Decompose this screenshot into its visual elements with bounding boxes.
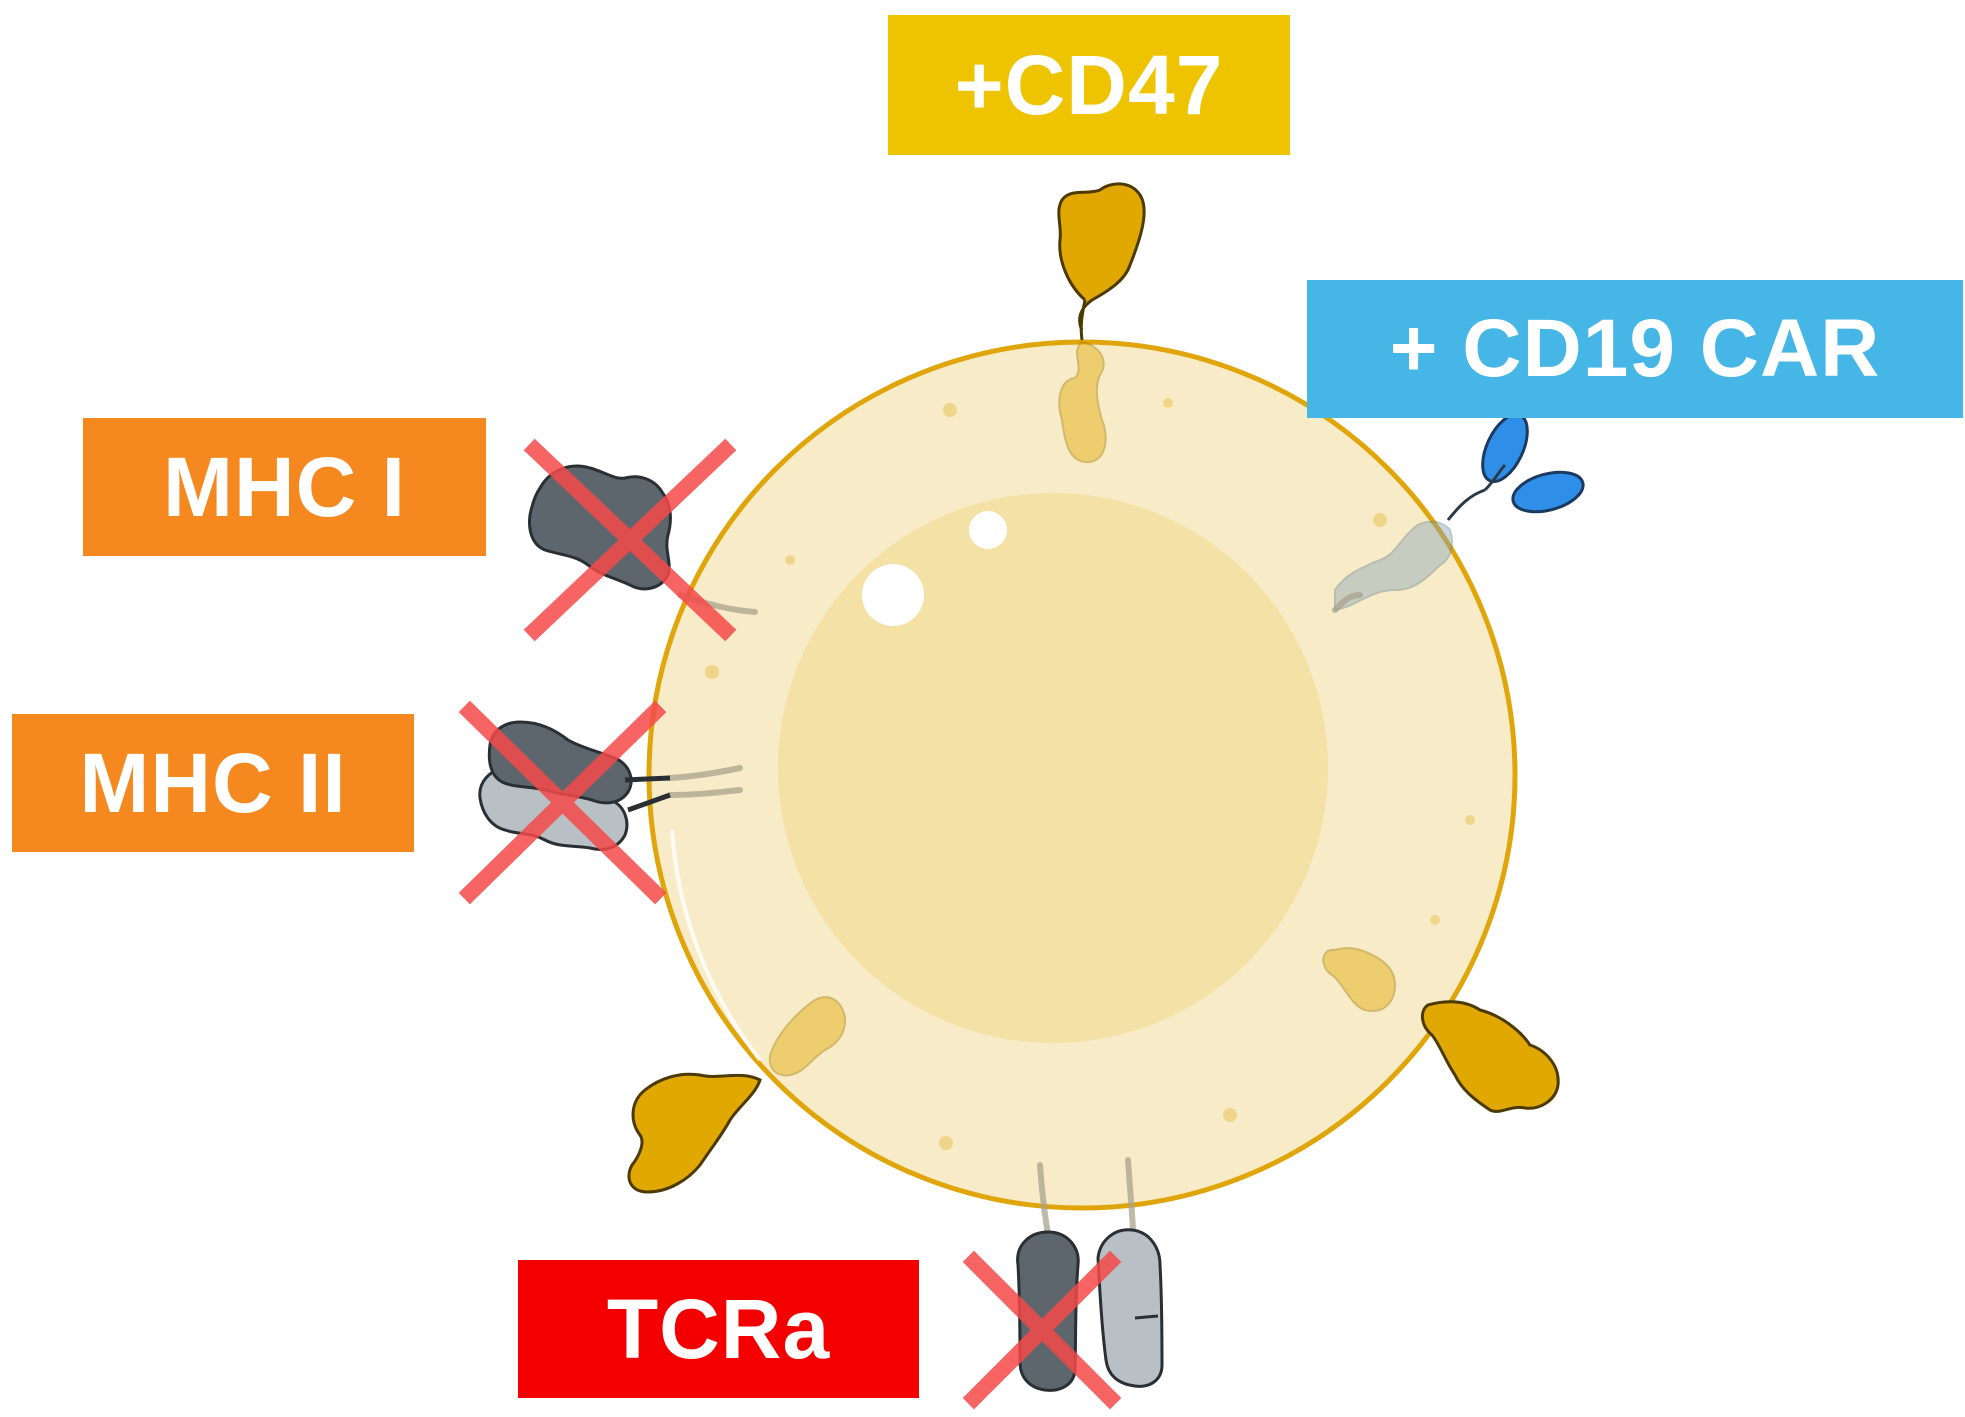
tcra-label: TCRa xyxy=(606,1281,831,1376)
cd19-car-label-box: + CD19 CAR xyxy=(1307,280,1963,418)
cell-dot xyxy=(705,665,719,679)
cd47-label-box: +CD47 xyxy=(888,15,1290,155)
car-stalk xyxy=(1332,592,1363,613)
cd19-car-label: + CD19 CAR xyxy=(1389,303,1881,394)
mhc2-label: MHC II xyxy=(79,735,347,830)
car-receptor-icon xyxy=(1446,412,1585,521)
cd47-protein-icon xyxy=(1057,182,1146,341)
cell-dot xyxy=(1465,815,1475,825)
tcr-stalk-right xyxy=(1125,1157,1136,1233)
inner-cd47-top xyxy=(1058,340,1107,464)
tcr-receptor-icon xyxy=(1016,1228,1164,1392)
cd47-protein-icon xyxy=(1421,1000,1560,1113)
cell-highlight-small xyxy=(969,511,1007,549)
cd47-label: +CD47 xyxy=(954,37,1224,132)
cell-dot xyxy=(939,1136,953,1150)
red-x-knockout-icon xyxy=(962,1250,1122,1410)
cell-dot xyxy=(1373,513,1387,527)
cell-dot xyxy=(943,403,957,417)
cell-dot xyxy=(1430,915,1440,925)
cell xyxy=(646,339,1518,1211)
cell-dot xyxy=(1163,398,1173,408)
red-x-knockout-icon xyxy=(523,438,737,642)
mhc2-label-box: MHC II xyxy=(12,714,414,852)
cd47-protein-icon xyxy=(627,1072,762,1194)
cell-highlight-large xyxy=(862,564,924,626)
red-x-knockout-icon xyxy=(458,700,667,905)
inner-cd47-bottom-right xyxy=(1322,947,1397,1012)
cell-dot xyxy=(785,555,795,565)
inner-protein-shapes xyxy=(768,340,1453,1077)
cell-shine-arc xyxy=(670,829,762,1062)
inner-cd47-bottom-left xyxy=(768,996,846,1077)
mhc2-stalk-a xyxy=(667,765,743,781)
mhc1-label-box: MHC I xyxy=(83,418,486,556)
tcr-stalk-left xyxy=(1037,1162,1051,1238)
cell-dot xyxy=(1223,1108,1237,1122)
tcra-label-box: TCRa xyxy=(518,1260,919,1398)
cell-nucleus xyxy=(778,493,1328,1043)
mhc1-label: MHC I xyxy=(163,439,406,534)
inner-car-hinge xyxy=(1334,520,1453,612)
mhc2-stalk-b xyxy=(667,787,743,798)
